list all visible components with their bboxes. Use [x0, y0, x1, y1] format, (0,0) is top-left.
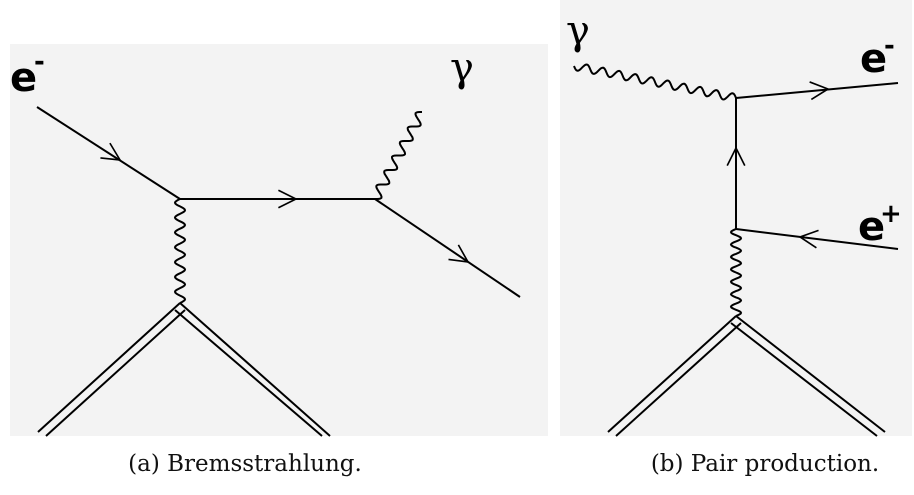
exchange-photon-wavy-line — [173, 198, 187, 304]
nucleus-double-lines — [607, 315, 886, 437]
incoming-electron-charge: - — [34, 47, 45, 77]
positron-label: e — [858, 204, 885, 250]
exchange-photon-wavy-line — [729, 228, 743, 317]
pair-production-diagram: γ e - e + — [560, 0, 912, 437]
bremsstrahlung-diagram: e - γ — [10, 44, 548, 437]
electron-label: e — [860, 36, 887, 82]
outgoing-electron-line — [374, 198, 521, 298]
emitted-photon-wavy-line — [375, 111, 422, 200]
nucleus-double-lines — [37, 302, 331, 437]
incoming-photon-wavy-line — [573, 63, 737, 101]
panel-a-background — [10, 44, 548, 436]
incoming-photon-label: γ — [566, 8, 590, 54]
incoming-electron-label: e — [10, 55, 37, 101]
electron-charge: - — [884, 31, 895, 61]
caption-pair-production: (b) Pair production. — [650, 451, 880, 477]
emitted-photon-label: γ — [450, 45, 474, 91]
caption-bremsstrahlung: (a) Bremsstrahlung. — [128, 451, 362, 477]
positron-charge: + — [880, 199, 902, 229]
